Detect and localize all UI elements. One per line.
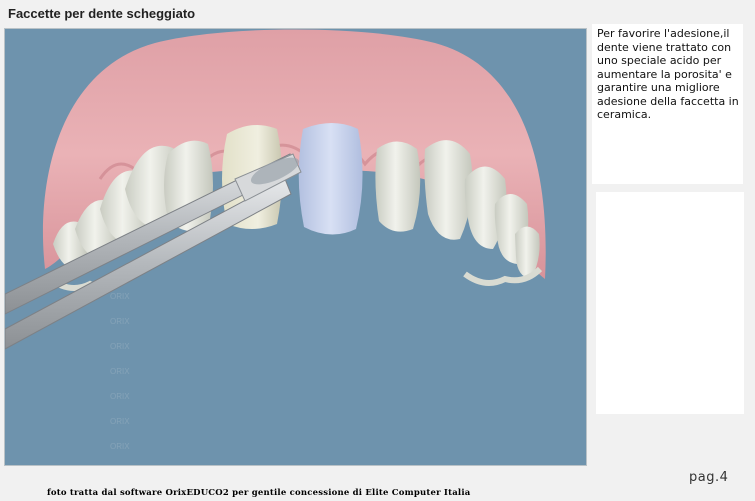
image-credit: foto tratta dal software OrixEDUCO2 per …	[47, 488, 471, 498]
veneer-application-image: ORIX ORIX ORIX ORIX ORIX ORIX ORIX	[5, 29, 586, 465]
page-number: pag.4	[689, 470, 729, 485]
svg-text:ORIX: ORIX	[110, 392, 130, 401]
dental-illustration: ORIX ORIX ORIX ORIX ORIX ORIX ORIX	[4, 28, 587, 466]
svg-text:ORIX: ORIX	[110, 367, 130, 376]
description-text: Per favorire l'adesione,il dente viene t…	[597, 27, 739, 121]
description-panel	[592, 24, 743, 184]
svg-text:ORIX: ORIX	[110, 342, 130, 351]
tweezers	[5, 153, 302, 350]
svg-text:ORIX: ORIX	[110, 442, 130, 451]
svg-text:ORIX: ORIX	[110, 417, 130, 426]
svg-text:ORIX: ORIX	[110, 317, 130, 326]
blank-panel	[596, 192, 744, 414]
page-title: Faccette per dente scheggiato	[8, 6, 196, 21]
svg-text:ORIX: ORIX	[110, 292, 130, 301]
